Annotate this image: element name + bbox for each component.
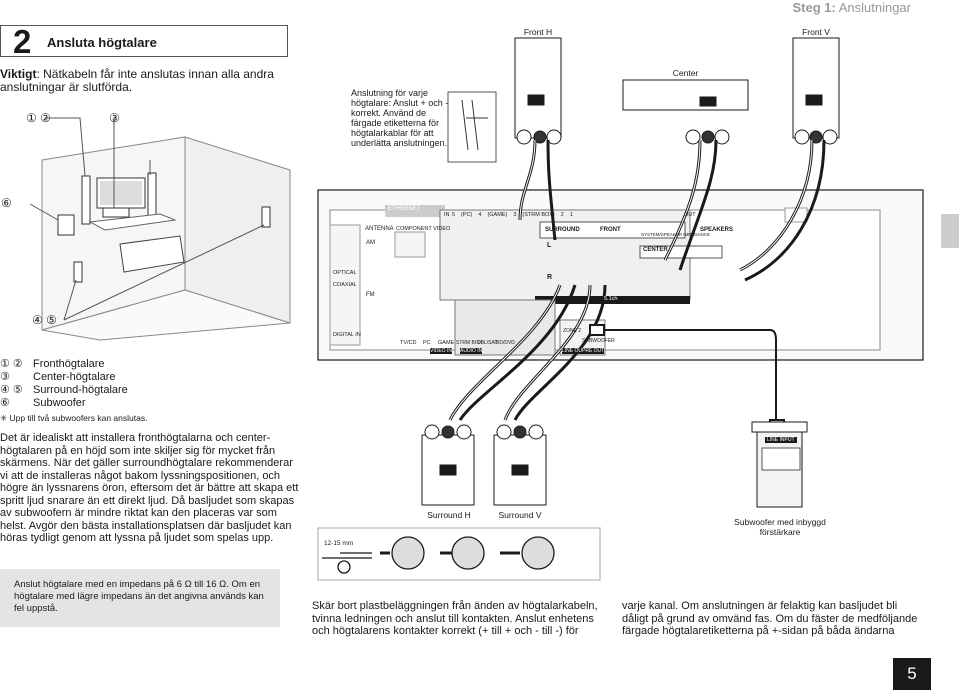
room-label-6: ⑥ <box>1 196 12 210</box>
front-right-label: Front V <box>802 27 830 37</box>
room-label-3: ③ <box>109 111 120 125</box>
cbl-sat-label: CBL/SAT <box>477 340 498 346</box>
hdmi-port-label: (PC) <box>461 212 473 218</box>
legend-item: ③ Center-högtalare <box>0 371 300 384</box>
hdmi-in-label: IN <box>444 212 450 218</box>
surround-right-label: Surround V <box>498 510 542 520</box>
hdmi-port-label: 3 <box>513 212 517 218</box>
legend-label: Fronthögtalare <box>33 358 105 370</box>
line-out-label: LINE OUT <box>562 348 586 354</box>
warning-text: Viktigt: Nätkabeln får inte anslutas inn… <box>0 68 290 94</box>
step-title: Anslutningar <box>838 0 911 15</box>
section-header: 2 Ansluta högtalare <box>0 23 288 60</box>
game-label: GAME <box>438 340 455 346</box>
video-in-label: VIDEO IN <box>430 348 452 354</box>
section-title: Ansluta högtalare <box>47 35 157 50</box>
l-label: L <box>547 242 552 249</box>
cable-strip-steps <box>317 527 601 581</box>
top-speakers <box>447 37 840 163</box>
hdmi-port-label: 5 <box>452 212 456 218</box>
pre-out-label: PRE OUT <box>582 348 605 354</box>
antenna-label: ANTENNA <box>365 226 394 232</box>
speakers-label: SPEAKERS <box>700 227 734 233</box>
strip-length-label: 12-15 mm <box>324 540 354 547</box>
front-terminal-label: FRONT <box>600 227 621 233</box>
room-illustration <box>29 117 291 341</box>
hdmi-port-label: (STRM BOX) <box>522 212 555 218</box>
bd-dvd-label: BD/DVD <box>496 340 515 346</box>
surround-left-speaker-icon <box>73 261 83 283</box>
speaker-legend: ① ② Fronthögtalare ③ Center-högtalare ④ ⑤ S… <box>0 358 300 425</box>
front-left-speaker-icon <box>81 175 91 225</box>
speaker-cables-inner <box>449 139 813 421</box>
front-left-speaker <box>514 37 562 139</box>
subwoofer-out-label: SUBWOOFER <box>582 338 615 344</box>
pc-label: PC <box>423 340 431 346</box>
wiring-instructions-col2: Skär bort plastbeläggningen från änden a… <box>312 600 598 637</box>
hdmi-port-label: 4 <box>478 212 482 218</box>
side-tab <box>941 214 959 248</box>
legend-num: ① ② <box>0 358 23 370</box>
warning-bold: Viktigt <box>0 67 37 81</box>
legend-label: Subwoofer <box>33 397 86 409</box>
legend-label: Center-högtalare <box>33 371 116 383</box>
strm-box-label: STRM BOX <box>456 340 483 346</box>
hdmi-port-labels: 5 (PC) 4 (GAME) 3 (STRM BOX) 2 1 <box>452 212 632 218</box>
bottom-speakers <box>421 421 808 508</box>
warning-body: : Nätkabeln får inte anslutas innan alla… <box>0 67 274 94</box>
optical-label: OPTICAL <box>333 270 357 276</box>
center-label: Center <box>672 68 699 78</box>
digital-in-label: DIGITAL IN <box>333 332 361 338</box>
legend-label: Surround-högtalare <box>33 384 128 396</box>
zone2-label: ZONE 2 <box>563 328 582 334</box>
surround-left-label: Surround H <box>427 510 471 520</box>
hdmi-out-label: OUT <box>684 212 696 218</box>
speaker-impedance-label: SYSTEM/SPEAKER IMPEDANCE <box>641 232 711 237</box>
placement-text: Det är idealiskt att installera fronthög… <box>0 432 299 544</box>
section-number: 2 <box>13 23 32 60</box>
coaxial-label: COAXIAL <box>333 282 357 288</box>
surround-terminal-label: SURROUND <box>545 227 580 233</box>
room-label-45: ④ ⑤ <box>32 313 57 327</box>
page-number: 5 <box>893 658 931 690</box>
legend-num: ③ <box>0 371 10 383</box>
wiring-instructions-col3: varje kanal. Om anslutningen är felaktig… <box>622 600 918 637</box>
line-input-label: LINE INPUT <box>765 437 797 443</box>
center-speaker <box>622 79 749 111</box>
legend-footnote: ✳ Upp till två subwoofers kan anslutas. <box>0 413 148 423</box>
hdmi-port-label: (GAME) <box>487 212 508 218</box>
tv-cd-label: TV/CD <box>400 340 417 346</box>
room-label-12: ① ② <box>26 111 51 125</box>
component-video-label: COMPONENT VIDEO <box>396 226 451 232</box>
hdmi-port-label: 1 <box>569 212 573 218</box>
surround-right-speaker-icon <box>261 206 271 228</box>
fm-label: FM <box>366 292 375 298</box>
subwoofer-label: Subwoofer med inbyggd förstärkare <box>734 517 826 537</box>
ethernet-label: ETHERNET <box>388 206 421 212</box>
five-one-label: 5.1ch <box>604 296 618 302</box>
step-header: Steg 1: Anslutningar <box>792 0 911 15</box>
center-terminal-label: CENTER <box>643 247 668 253</box>
hdmi-port-label: 2 <box>560 212 564 218</box>
legend-item: ① ② Fronthögtalare <box>0 358 300 371</box>
legend-item: ④ ⑤ Surround-högtalare <box>0 384 300 397</box>
step-label: Steg 1: <box>792 0 836 15</box>
legend-num: ④ ⑤ <box>0 384 23 396</box>
r-label: R <box>547 274 553 281</box>
front-left-label: Front H <box>523 27 553 37</box>
front-right-speaker-icon <box>147 172 157 222</box>
center-speaker-icon <box>102 207 130 218</box>
front-right-speaker <box>792 37 840 139</box>
am-label: AM <box>366 240 375 246</box>
audio-in-label: AUDIO IN <box>460 348 483 354</box>
legend-item: ⑥ Subwoofer <box>0 397 300 410</box>
subwoofer-icon <box>57 214 75 236</box>
impedance-note: Anslut högtalare med en impedans på 6 Ω … <box>0 569 280 627</box>
speaker-terminal-icon <box>516 129 838 145</box>
wiring-tip: Anslutning för varje högtalare: Anslut +… <box>351 88 449 148</box>
speaker-terminal-icon <box>424 424 544 440</box>
legend-num: ⑥ <box>0 397 10 409</box>
